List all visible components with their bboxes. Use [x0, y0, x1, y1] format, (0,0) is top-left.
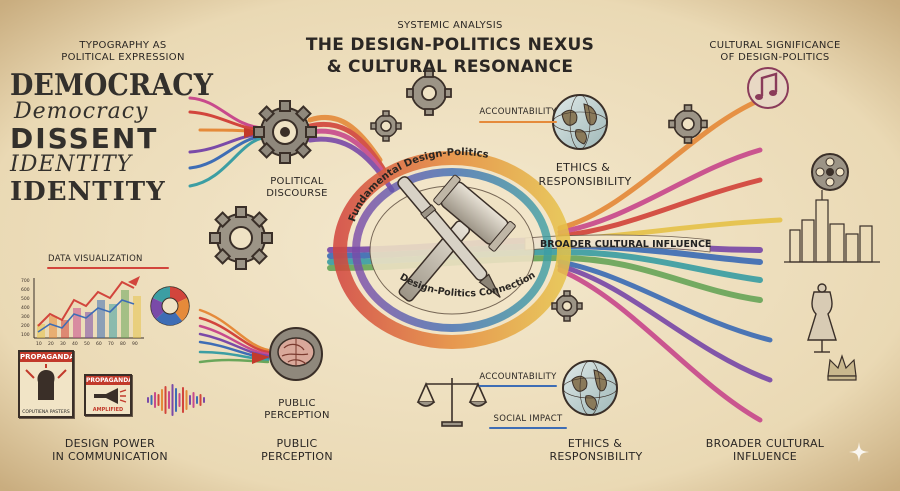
chart-x-tick: 80	[120, 341, 126, 347]
chart-bar	[61, 320, 69, 338]
chart-bar	[109, 304, 117, 338]
chart-bar	[121, 290, 129, 338]
chart-bar	[37, 324, 45, 338]
pen-icon	[397, 176, 501, 298]
typography-heading-line2: Political Expression	[61, 52, 185, 63]
accountability-bottom-label: Accountability	[479, 372, 557, 382]
chart-x-tick: 70	[108, 341, 114, 347]
brain-icon	[269, 327, 323, 381]
page-title: The Design-Politics Nexus	[305, 35, 595, 55]
fist-icon	[25, 364, 67, 400]
sound-wave-icon	[147, 384, 205, 416]
chart-x-tick: 50	[84, 341, 90, 347]
city-skyline-icon	[784, 190, 880, 263]
poster-1-caption: COPUTIENA PASTERS	[22, 410, 70, 415]
gear-icon	[253, 100, 317, 164]
chart-bar	[49, 316, 57, 338]
line-chart-icon: 700 600 500 400 300 200 100 10 20 30 40 50 60 70 80 90	[21, 276, 144, 347]
broader-influence-band	[524, 234, 711, 253]
gear-icon	[551, 290, 583, 322]
political-discourse-label: Political	[270, 176, 324, 187]
dress-form-icon	[807, 283, 837, 353]
arrow-into-brain-icon	[252, 352, 270, 364]
megaphone-icon	[94, 388, 127, 404]
poster-2-title: PROPAGANDA	[86, 376, 132, 385]
propaganda-poster-2: PROPAGANDA AMPLIFIED	[84, 374, 132, 416]
chart-bar	[85, 312, 93, 338]
sparkle-icon	[849, 442, 869, 462]
chart-x-tick: 20	[48, 341, 54, 347]
globe-icon	[552, 94, 608, 150]
propaganda-poster-1: PROPAGANDA COPUTIENA PASTERS	[18, 350, 74, 418]
chart-x-tick: 90	[132, 341, 138, 347]
broader-cultural-influence-label: Broader Cultural	[705, 437, 825, 450]
pie-chart-icon	[150, 286, 190, 326]
ethics-responsibility-top-label: Ethics &	[555, 161, 611, 174]
word-identity: IDENTITY	[10, 177, 166, 207]
chart-y-tick: 100	[21, 332, 30, 338]
typography-heading: Typography as	[79, 40, 167, 51]
chart-bar	[73, 308, 81, 338]
chart-bar	[133, 296, 141, 338]
public-perception-icon-label: Public	[278, 398, 316, 409]
gear-icon	[668, 104, 708, 144]
crown-icon	[827, 354, 857, 381]
gear-icon	[406, 70, 452, 116]
scales-icon	[416, 378, 488, 427]
design-power-label-line2: in Communication	[52, 450, 168, 463]
public-perception-icon-label-line2: Perception	[264, 410, 330, 421]
accountability-top-label: Accountability	[479, 107, 557, 117]
public-perception-label: Public	[276, 437, 318, 450]
ethics-responsibility-top-label-line2: Responsibility	[538, 175, 632, 188]
ethics-responsibility-bottom-label-line2: Responsibility	[549, 450, 643, 463]
chart-bar	[97, 300, 105, 338]
poster-1-title: PROPAGANDA	[20, 352, 74, 362]
chart-x-tick: 10	[36, 341, 42, 347]
film-reel-icon	[811, 153, 849, 191]
chart-x-tick: 40	[72, 341, 78, 347]
page-subtitle: & Cultural Resonance	[326, 57, 574, 77]
header-kicker: Systemic Analysis	[397, 20, 503, 31]
design-power-label: Design Power	[64, 437, 156, 450]
chart-x-tick: 30	[60, 341, 66, 347]
chart-y-tick: 600	[21, 287, 30, 293]
word-democracy-script: Democracy	[14, 99, 149, 124]
social-impact-label: Social Impact	[493, 414, 563, 424]
word-democracy-bold: DEMOCRACY	[10, 68, 214, 103]
chart-y-tick: 700	[21, 278, 30, 284]
gear-icon	[370, 110, 402, 142]
word-identity-stylized: IDENTITY	[10, 152, 133, 177]
data-visualization-label: Data Visualization	[48, 254, 143, 264]
gavel-icon	[398, 174, 516, 302]
underline-strokes	[47, 121, 567, 429]
gear-icon	[209, 206, 273, 270]
word-dissent: DISSENT	[10, 122, 159, 155]
chart-y-tick: 200	[21, 323, 30, 329]
public-perception-label-line2: Perception	[261, 450, 333, 463]
ethics-responsibility-bottom-label: Ethics &	[567, 437, 623, 450]
globe-icon	[562, 360, 618, 416]
chart-y-tick: 400	[21, 305, 30, 311]
chart-y-tick: 500	[21, 296, 30, 302]
chart-x-tick: 60	[96, 341, 102, 347]
typography-flow-ribbons	[188, 96, 264, 188]
poster-2-caption: AMPLIFIED	[92, 407, 124, 413]
cultural-significance-label-line2: of Design-Politics	[720, 52, 830, 63]
cultural-significance-label: Cultural Significance	[709, 40, 841, 51]
chart-y-tick: 300	[21, 314, 30, 320]
political-discourse-label-line2: Discourse	[266, 188, 328, 199]
broader-cultural-influence-label-line2: Influence	[733, 450, 797, 463]
broader-cultural-influence-ribbon: Broader Cultural Influence	[540, 239, 712, 250]
music-note-icon	[747, 67, 789, 109]
